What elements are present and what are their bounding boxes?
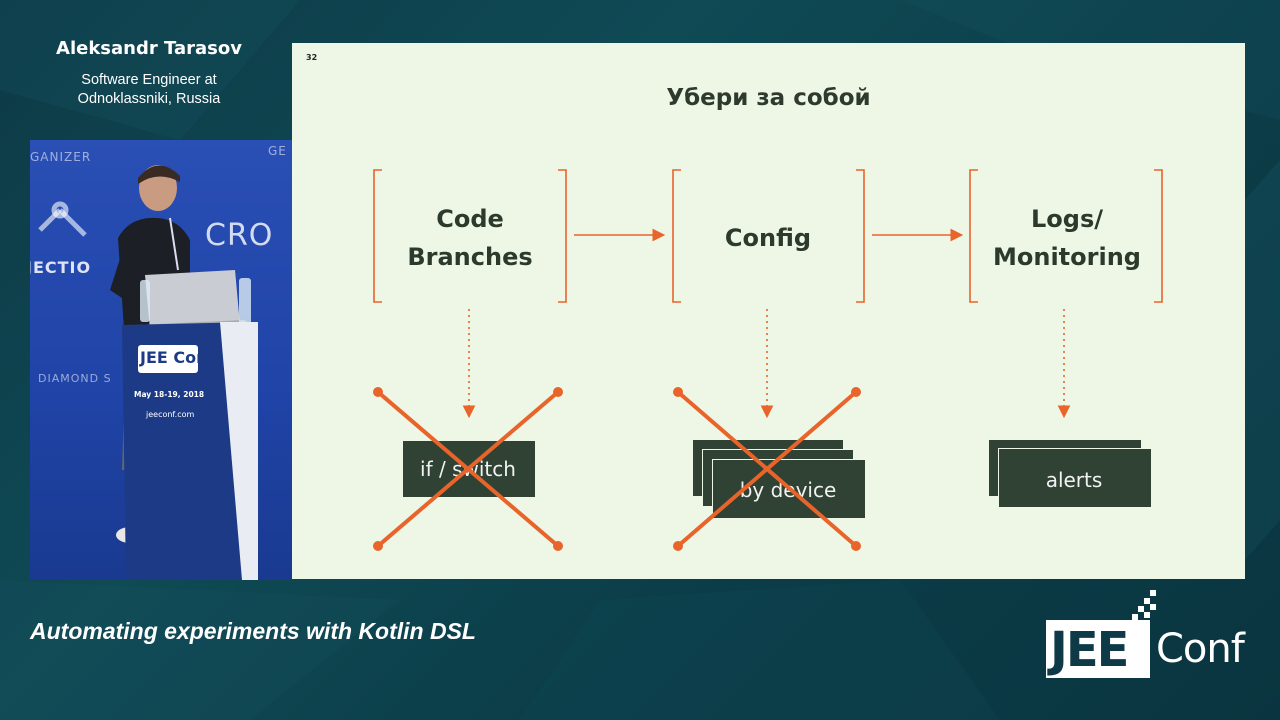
slide-title: Убери за собой <box>666 85 871 111</box>
talk-title: Automating experiments with Kotlin DSL <box>30 618 476 644</box>
speaker-video: GANIZER GE CRO JECTIO DIAMOND S <box>30 140 292 580</box>
slide-diagram <box>373 169 1163 419</box>
cross-out-icon <box>676 390 858 548</box>
cross-overlay <box>373 387 861 551</box>
robot-arm-icon <box>38 201 87 237</box>
video-scene <box>38 165 258 580</box>
backdrop-diamond-text: DIAMOND S <box>38 372 112 385</box>
slide-number: 32 <box>306 53 318 62</box>
jeeconf-logo: JEE Conf <box>1046 588 1256 683</box>
speaker-role-line1: Software Engineer at <box>81 72 217 88</box>
box-bracket-left <box>373 169 382 303</box>
podium-logo-text: JEE Conf <box>140 348 215 367</box>
backdrop-ge-text: GE <box>268 144 287 158</box>
card-label: alerts <box>1045 468 1103 492</box>
podium-dates: May 18-19, 2018 <box>134 390 205 399</box>
podium <box>122 322 258 580</box>
logo-conf-text: Conf <box>1156 626 1245 672</box>
box-bracket-left <box>672 169 681 303</box>
speaker-name: Aleksandr Tarasov <box>56 38 242 59</box>
speaker-role-line2: Odnoklassniki, Russia <box>77 91 221 107</box>
card-alerts <box>998 448 1152 508</box>
box-bracket-right <box>856 169 865 303</box>
box-bracket-right <box>1154 169 1163 303</box>
backdrop-injection-text: JECTIO <box>30 258 92 277</box>
backdrop-cro-text: CRO <box>205 218 274 253</box>
water-bottle <box>239 278 251 326</box>
box-label-logs-monitoring: Logs/Monitoring <box>993 205 1141 271</box>
card-label: by device <box>739 478 837 502</box>
cross-out-icon <box>376 390 560 548</box>
water-bottle <box>140 280 150 322</box>
podium-url: jeeconf.com <box>146 410 195 419</box>
logo-jee-text: JEE <box>1050 622 1129 678</box>
logo-box <box>1046 620 1150 678</box>
box-bracket-left <box>969 169 978 303</box>
box-bracket-right <box>558 169 567 303</box>
box-label-config: Config <box>724 224 812 252</box>
speaker-info: Aleksandr Tarasov Software Engineer at O… <box>40 38 258 109</box>
backdrop-organizer-text: GANIZER <box>30 150 92 164</box>
